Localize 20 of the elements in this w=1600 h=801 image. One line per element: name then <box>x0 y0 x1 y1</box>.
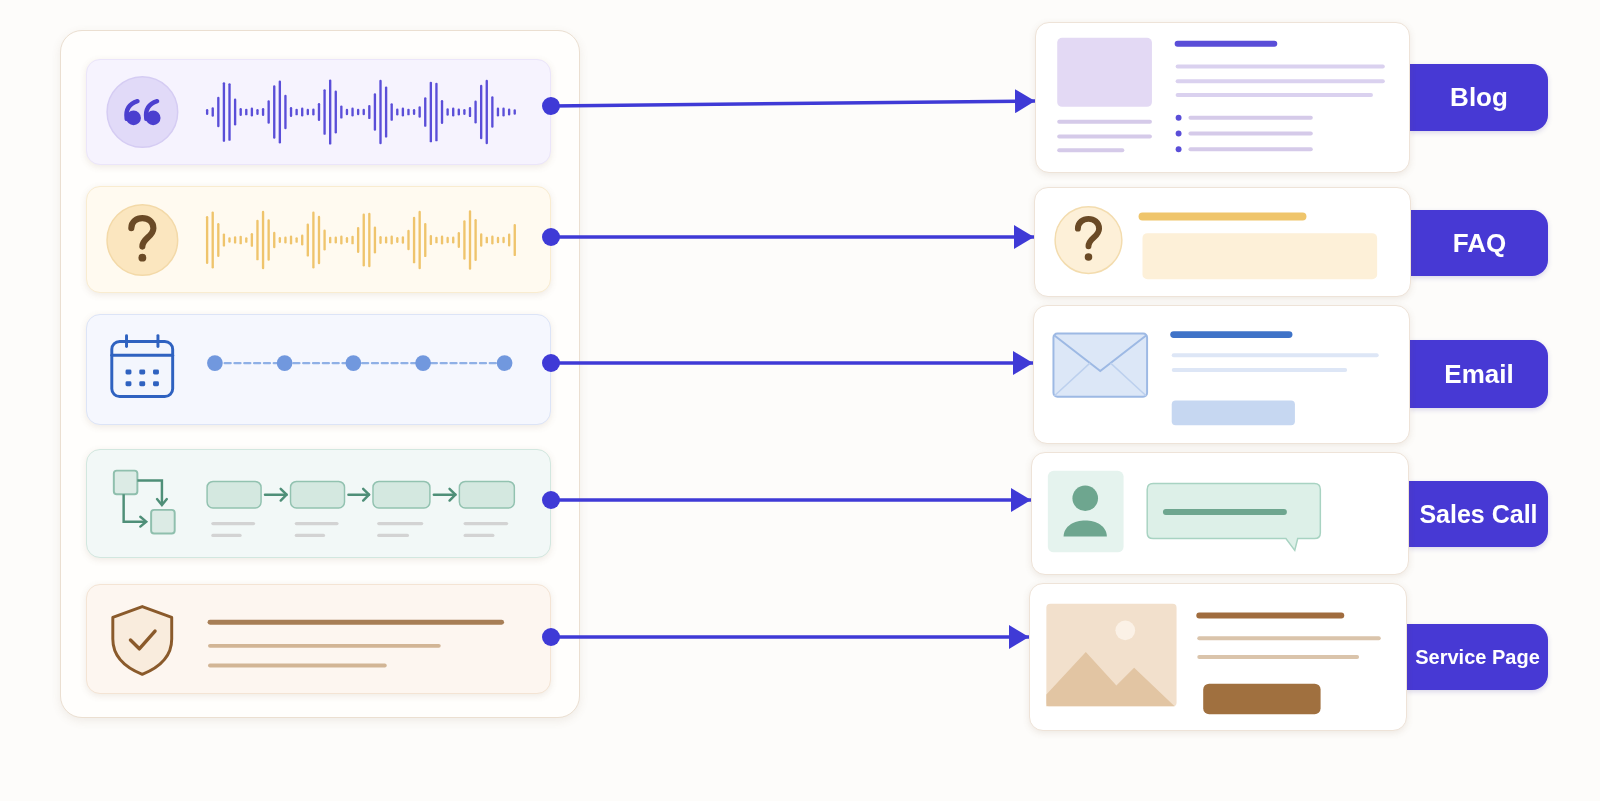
channel-label: Email <box>1410 340 1548 408</box>
page-preview-card <box>1029 583 1407 731</box>
arrow <box>542 89 1035 115</box>
arrow <box>542 351 1033 375</box>
channel-label: Service Page <box>1407 624 1548 690</box>
source-card <box>86 584 551 694</box>
channel-label: FAQ <box>1411 210 1548 276</box>
page-preview-card <box>1035 22 1410 173</box>
arrow <box>542 488 1031 512</box>
source-card <box>86 449 551 558</box>
channel-label: Blog <box>1410 64 1548 131</box>
arrow <box>542 225 1034 249</box>
source-card <box>86 59 551 165</box>
page-preview-card <box>1031 452 1409 575</box>
channel-label: Sales Call <box>1409 481 1548 547</box>
page-preview-card <box>1033 305 1410 444</box>
source-card <box>86 186 551 293</box>
arrow <box>542 625 1029 649</box>
page-preview-card <box>1034 187 1411 297</box>
source-card <box>86 314 551 425</box>
